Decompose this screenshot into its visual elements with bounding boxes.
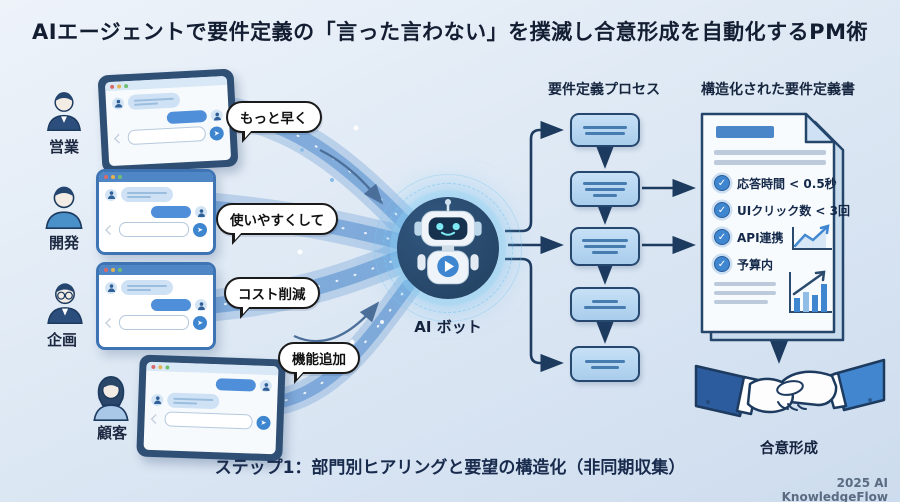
send-icon[interactable]: ➤ bbox=[209, 125, 225, 141]
person-icon-sales bbox=[47, 92, 81, 131]
process-box-5 bbox=[570, 346, 640, 382]
avatar-icon bbox=[151, 393, 164, 406]
document-text-line bbox=[714, 282, 776, 286]
check-icon: ✓ bbox=[714, 202, 730, 218]
document-text-line bbox=[714, 150, 826, 155]
window-dot-icon bbox=[104, 268, 108, 272]
chat-input[interactable] bbox=[119, 222, 189, 237]
send-icon[interactable]: ➤ bbox=[193, 222, 207, 237]
stream-arrow-group bbox=[293, 148, 384, 343]
outcome-label: 合意形成 bbox=[760, 441, 818, 457]
checklist-item: ✓ 予算内 bbox=[714, 255, 773, 273]
chat-window-customer: ➤ bbox=[136, 354, 286, 462]
process-box-1 bbox=[570, 113, 640, 147]
window-dot-icon bbox=[118, 175, 122, 179]
window-dot-icon bbox=[123, 83, 129, 88]
chat-input[interactable] bbox=[164, 411, 253, 430]
ai-bot-label: AI ボット bbox=[414, 318, 482, 336]
avatar-icon bbox=[195, 299, 207, 311]
window-dot-icon bbox=[111, 268, 115, 272]
window-dot-icon bbox=[158, 364, 163, 369]
window-dot-icon bbox=[116, 83, 122, 89]
attachment-icon bbox=[105, 317, 115, 328]
window-dot-icon bbox=[110, 84, 115, 89]
avatar-icon bbox=[111, 96, 125, 110]
speech-bubble-planning: コスト削減 bbox=[224, 277, 320, 319]
avatar-icon bbox=[195, 206, 207, 218]
window-dot-icon bbox=[118, 268, 122, 272]
check-icon: ✓ bbox=[714, 256, 730, 272]
check-icon: ✓ bbox=[714, 229, 730, 245]
person-icon-customer bbox=[93, 375, 129, 421]
process-box-3 bbox=[570, 227, 640, 266]
stream-arrow-icon bbox=[319, 148, 384, 205]
chat-window-planning: ➤ bbox=[96, 262, 216, 350]
message-bubble-outgoing bbox=[151, 206, 191, 218]
chat-window-dev: ➤ bbox=[96, 169, 216, 255]
avatar-icon bbox=[210, 109, 224, 122]
line-chart-icon bbox=[792, 224, 832, 250]
process-box-4 bbox=[570, 287, 640, 322]
page-title: AIエージェントで要件定義の「言った言わない」を撲滅し合意形成を自動化するPM術 bbox=[32, 20, 868, 44]
process-box-2 bbox=[570, 171, 640, 207]
chat-input[interactable] bbox=[127, 126, 207, 146]
send-icon[interactable]: ➤ bbox=[256, 415, 271, 430]
document-text-line bbox=[714, 291, 776, 295]
connector-bot-to-step5 bbox=[505, 257, 564, 373]
robot-icon bbox=[414, 199, 482, 285]
message-bubble-outgoing bbox=[151, 299, 191, 311]
check-icon: ✓ bbox=[714, 175, 730, 191]
message-bubble-incoming bbox=[127, 92, 181, 111]
document-content: ✓ 応答時間 < 0.5秒 ✓ UIクリック数 < 3回 ✓ API連携 ✓ 予… bbox=[702, 114, 850, 332]
message-bubble-incoming bbox=[121, 280, 173, 295]
document-text-line bbox=[714, 300, 768, 304]
checklist-item: ✓ 応答時間 < 0.5秒 bbox=[714, 174, 837, 192]
avatar-icon bbox=[105, 281, 117, 294]
chat-input[interactable] bbox=[119, 315, 189, 330]
avatar-icon bbox=[259, 379, 273, 393]
checklist-item: ✓ API連携 bbox=[714, 228, 784, 246]
message-bubble-outgoing bbox=[215, 378, 257, 392]
window-dot-icon bbox=[111, 175, 115, 179]
document-heading-bar bbox=[716, 126, 774, 138]
document-text-line bbox=[714, 160, 826, 165]
attachment-icon bbox=[150, 413, 161, 424]
window-dot-icon bbox=[165, 364, 170, 370]
person-icon-dev bbox=[45, 186, 83, 229]
handshake-icon bbox=[694, 358, 886, 418]
message-bubble-outgoing bbox=[166, 109, 208, 125]
step-caption: ステップ1：部門別ヒアリングと要望の構造化（非同期収集） bbox=[214, 458, 686, 478]
process-title: 要件定義プロセス bbox=[548, 82, 660, 98]
attachment-icon bbox=[113, 133, 124, 144]
persona-label-dev: 開発 bbox=[48, 234, 79, 252]
message-bubble-incoming bbox=[166, 392, 220, 410]
stream-arrow-icon bbox=[293, 301, 380, 343]
message-bubble-incoming bbox=[121, 187, 173, 202]
checklist-item: ✓ UIクリック数 < 3回 bbox=[714, 201, 850, 219]
send-icon[interactable]: ➤ bbox=[193, 315, 207, 330]
ai-bot-badge bbox=[374, 174, 522, 322]
window-dot-icon bbox=[104, 175, 108, 179]
window-header bbox=[99, 265, 213, 275]
person-icon-planning bbox=[47, 283, 83, 324]
folded-corner-icon bbox=[804, 112, 836, 144]
chat-window-sales: ➤ bbox=[97, 68, 239, 174]
window-dot-icon bbox=[151, 364, 156, 369]
connector-bot-to-step1 bbox=[505, 120, 564, 233]
speech-bubble-sales: もっと早く bbox=[226, 101, 322, 143]
speech-bubble-customer: 機能追加 bbox=[278, 342, 360, 384]
attachment-icon bbox=[105, 224, 115, 235]
persona-label-planning: 企画 bbox=[46, 331, 77, 349]
persona-label-sales: 営業 bbox=[48, 138, 79, 156]
document-title: 構造化された要件定義書 bbox=[701, 82, 855, 98]
avatar-icon bbox=[105, 188, 117, 201]
speech-bubble-dev: 使いやすくして bbox=[216, 203, 339, 245]
window-header bbox=[99, 172, 213, 182]
bar-chart-icon bbox=[789, 270, 832, 313]
credit-text: 2025 AI KnowledgeFlow bbox=[781, 476, 888, 502]
persona-label-customer: 顧客 bbox=[96, 424, 127, 442]
